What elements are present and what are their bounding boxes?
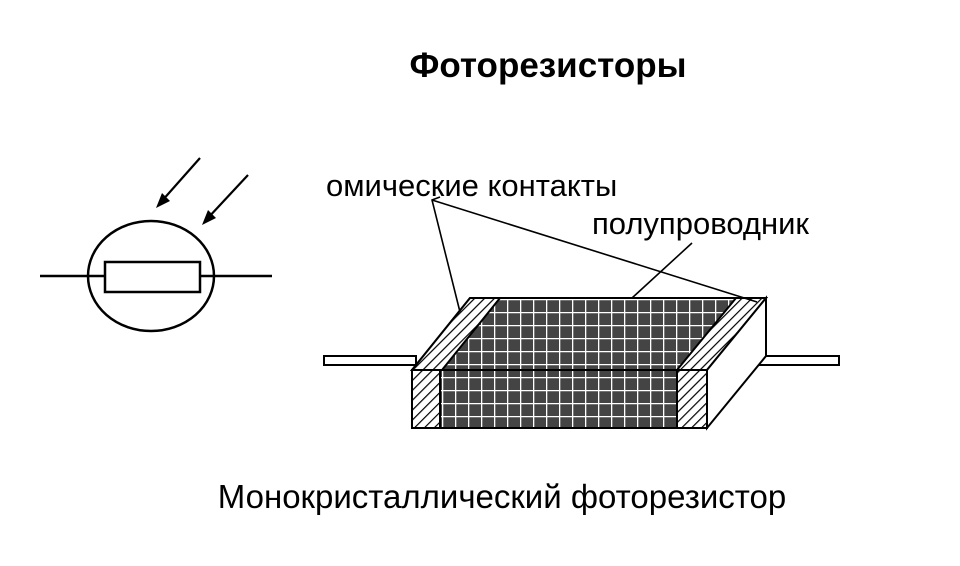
ohmic-contacts-label: омические контакты <box>326 168 617 203</box>
page-title: Фоторезисторы <box>409 46 687 85</box>
label-leaders <box>431 196 758 313</box>
semiconductor-block <box>409 295 769 431</box>
diagram-caption: Монокристаллический фоторезистор <box>217 478 787 515</box>
light-arrow-icon <box>156 157 249 225</box>
photoresistor-symbol-icon <box>40 219 272 333</box>
semiconductor-label: полупроводник <box>592 206 809 241</box>
